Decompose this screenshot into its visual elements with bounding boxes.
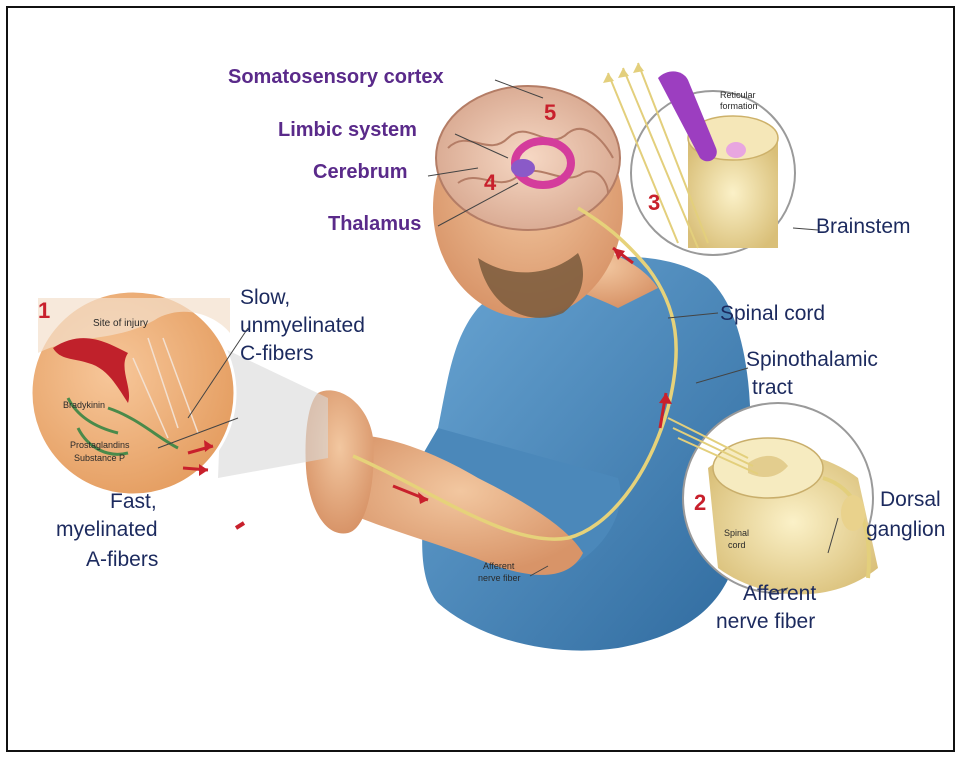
label-dorsal-ganglion-1: Dorsal [880, 488, 941, 511]
label-limbic-system: Limbic system [278, 119, 417, 141]
label-substance-p: Substance P [74, 453, 125, 463]
label-spinal-cord-small-1: Spinal [724, 528, 749, 538]
label-bradykinin: Bradykinin [63, 400, 105, 410]
label-site-of-injury: Site of injury [93, 318, 148, 329]
label-spinal-cord: Spinal cord [720, 302, 825, 325]
label-dorsal-ganglion-2: ganglion [866, 518, 945, 541]
step-number-3: 3 [648, 190, 660, 215]
diagram-frame: Somatosensory cortex Limbic system Cereb… [6, 6, 955, 752]
brain [436, 86, 620, 230]
thalamus-structure [511, 159, 535, 177]
label-spinal-cord-small-2: cord [728, 540, 746, 550]
label-prostaglandins: Prostaglandins [70, 440, 130, 450]
label-slow-c-fibers-3: C-fibers [240, 342, 314, 365]
pain-pathway-diagram: Somatosensory cortex Limbic system Cereb… [8, 8, 955, 752]
label-brainstem: Brainstem [816, 215, 911, 238]
step-number-5: 5 [544, 100, 556, 125]
label-afferent-nerve-fiber-2: nerve fiber [716, 610, 815, 633]
label-reticular-2: formation [720, 101, 758, 111]
label-cerebrum: Cerebrum [313, 161, 407, 183]
label-fast-a-fibers-3: A-fibers [86, 548, 158, 571]
step-number-2: 2 [694, 490, 706, 515]
label-somatosensory-cortex: Somatosensory cortex [228, 66, 444, 88]
label-afferent-small-1: Afferent [483, 561, 515, 571]
label-afferent-small-2: nerve fiber [478, 573, 521, 583]
label-fast-a-fibers-2: myelinated [56, 518, 158, 541]
label-fast-a-fibers-1: Fast, [110, 490, 157, 513]
label-spinothalamic-1: Spinothalamic [746, 348, 878, 371]
dorsal-ganglion-shape [841, 495, 865, 531]
label-slow-c-fibers-1: Slow, [240, 286, 290, 309]
label-thalamus: Thalamus [328, 213, 421, 235]
step-number-4: 4 [484, 170, 497, 195]
step-number-1: 1 [38, 298, 50, 323]
label-reticular-1: Reticular [720, 90, 756, 100]
label-afferent-nerve-fiber-1: Afferent [743, 582, 816, 605]
label-slow-c-fibers-2: unmyelinated [240, 314, 365, 337]
label-spinothalamic-2: tract [752, 376, 793, 399]
